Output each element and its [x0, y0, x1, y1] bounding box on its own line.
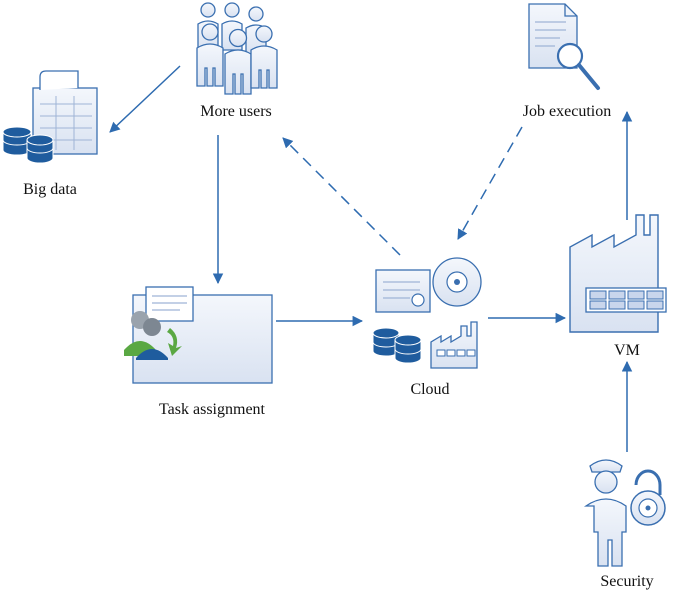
- edge-job-execution-to-cloud: [457, 126, 523, 240]
- label-task-assignment: Task assignment: [159, 401, 265, 418]
- label-vm: VM: [614, 342, 640, 359]
- label-big-data: Big data: [23, 181, 77, 198]
- factory-icon: [569, 214, 667, 333]
- label-security: Security: [600, 573, 654, 590]
- label-job-execution: Job execution: [522, 103, 612, 120]
- edge-more-users-to-big-data: [109, 65, 181, 133]
- user-assignment-icon: [124, 286, 273, 384]
- cloud-resources-icon: [372, 257, 482, 369]
- label-cloud: Cloud: [410, 381, 450, 398]
- users-group-icon: [196, 2, 278, 95]
- edge-cloud-to-more-users: [282, 137, 401, 256]
- edges: [109, 65, 633, 452]
- document-search-icon: [528, 3, 600, 90]
- database-report-icon: [2, 70, 98, 164]
- label-more-users: More users: [200, 103, 272, 120]
- guard-lock-icon: [583, 459, 666, 567]
